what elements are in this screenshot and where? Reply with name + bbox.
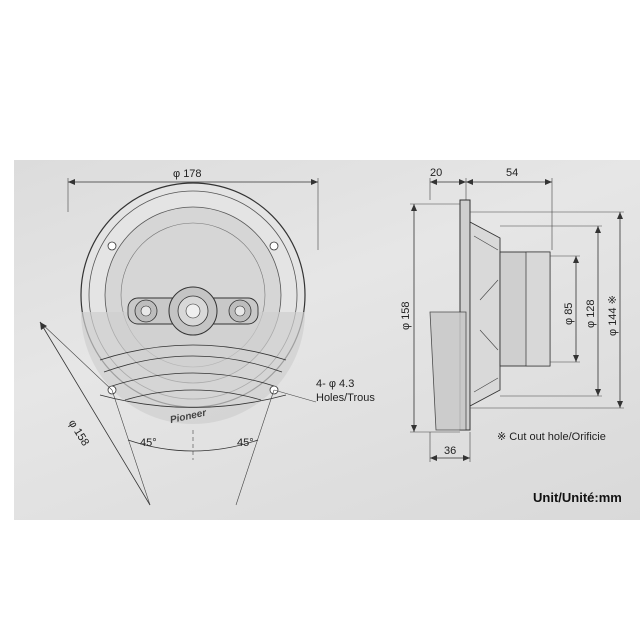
holes-label-line1: 4- φ 4.3 [316,378,354,390]
height-128-label: φ 128 [585,299,597,328]
mount-hole-tl [107,241,117,251]
holes-leader [273,389,317,403]
height-158-label: φ 158 [400,301,412,330]
unit-label: Unit/Unité:mm [533,490,622,505]
depth-top-label: 20 [430,167,442,179]
cutout-note: ※ Cut out hole/Orificie [497,431,606,443]
cutout-diameter-label: φ 158 [66,418,91,449]
front-view: φ 178 Pioneer [39,168,375,506]
mount-hole-tr [269,241,279,251]
holes-label-line2: Holes/Trous [316,392,375,404]
depth-bottom-label: 36 [444,445,456,457]
angle-right-label: 45° [237,437,254,449]
angle-left-label: 45° [140,437,157,449]
depth-magnet-label: 54 [506,167,518,179]
side-view: 20 54 φ 158 φ 85 φ 128 [400,167,624,462]
basket [469,221,501,407]
height-144-label: φ 144 ※ [607,295,619,336]
dim-line-158 [39,321,151,506]
height-85-label: φ 85 [563,303,575,325]
diameter-label: φ 178 [173,168,202,180]
